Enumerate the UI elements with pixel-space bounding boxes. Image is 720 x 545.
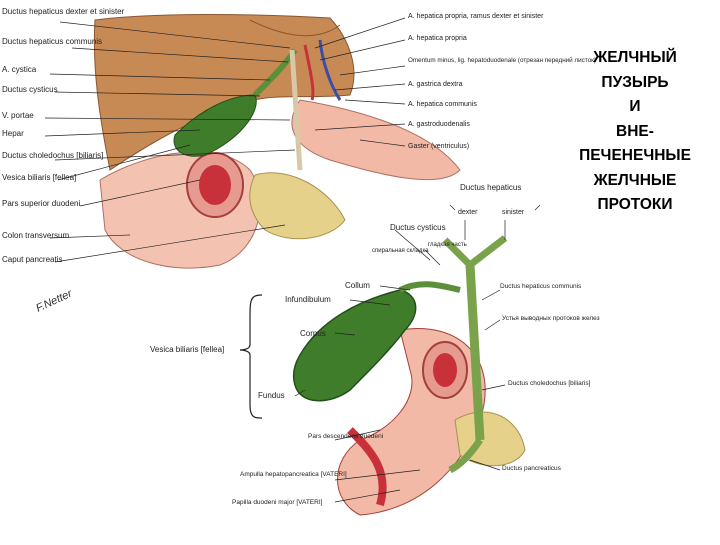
stomach-shape <box>291 99 461 181</box>
gallbladder-top <box>173 94 257 157</box>
bottom-anatomy-figure <box>239 204 541 516</box>
label-top-right-4: A. gastrica dextra <box>408 81 463 88</box>
label-top-left-6: Hepar <box>2 129 24 138</box>
label-top-right-3: Omentum minus, lig. hepatoduodenale (отр… <box>408 56 596 64</box>
label-bottom-left-2: Infundibulum <box>285 295 331 304</box>
gallbladder-bottom <box>292 289 417 402</box>
label-bottom-right-1: Ductus hepaticus communis <box>500 283 582 290</box>
label-top-right-1: A. hepatica propria, ramus dexter et sin… <box>408 13 544 20</box>
label-bottom-left-6: Pars descendens duodeni <box>308 433 383 440</box>
title-line-7: ПРОТОКИ <box>597 196 673 213</box>
label-bottom-top-6: гладкая часть <box>428 242 467 248</box>
slide-title: ЖЕЛЧНЫЙ ПУЗЫРЬ И ВНЕ- ПЕЧЕНЕЧНЫЕ ЖЕЛЧНЫЕ… <box>560 46 710 218</box>
label-top-left-5: V. portae <box>2 111 34 120</box>
label-top-right-7: Gaster (ventriculus) <box>408 143 469 150</box>
label-bottom-right-3: Ductus choledochus [biliaris] <box>508 380 591 387</box>
label-top-left-10: Colon transversum <box>2 231 69 240</box>
label-top-right-6: A. gastroduodenalis <box>408 121 470 128</box>
label-bottom-left-5: Fundus <box>258 391 285 400</box>
title-line-3: И <box>629 98 641 115</box>
label-bottom-top-5: спиральная складка <box>372 248 429 254</box>
label-bottom-right-2: Устья выводных протоков желез <box>502 315 600 322</box>
label-top-left-8: Vesica biliaris [fellea] <box>2 173 76 182</box>
label-bottom-top-4: Ductus cysticus <box>390 223 446 232</box>
pancreas-top <box>249 172 346 240</box>
title-line-2: ПУЗЫРЬ <box>601 73 669 91</box>
label-bottom-left-3: Corpus <box>300 329 326 338</box>
label-top-left-3: A. cystica <box>2 65 37 74</box>
label-bottom-left-4: Vesica biliaris [fellea] <box>150 345 224 354</box>
label-bottom-left-7: Ampulla hepatopancreatica [VATERI] <box>240 471 347 478</box>
label-bottom-top-1: Ductus hepaticus <box>460 183 521 192</box>
label-top-left-7: Ductus choledochus [biliaris] <box>2 151 103 160</box>
label-bottom-left-8: Papilla duodeni major [VATERI] <box>232 499 323 506</box>
label-bottom-top-3: sinister <box>502 209 525 216</box>
artist-signature: F.Netter <box>34 287 75 315</box>
title-line-5: ПЕЧЕНЕЧНЫЕ <box>579 147 691 164</box>
label-top-left-2: Ductus hepaticus communis <box>2 37 102 46</box>
label-bottom-top-2: dexter <box>458 209 478 216</box>
label-bottom-left-1: Collum <box>345 281 370 290</box>
title-line-4: ВНЕ- <box>616 122 654 140</box>
label-top-left-11: Caput pancreatis <box>2 255 62 264</box>
top-anatomy-figure <box>44 14 461 269</box>
label-top-left-9: Pars superior duodeni <box>2 199 80 208</box>
label-top-right-5: A. hepatica communis <box>408 101 477 108</box>
title-line-1: ЖЕЛЧНЫЙ <box>593 49 677 66</box>
label-top-left-1: Ductus hepaticus dexter et sinister <box>2 7 125 16</box>
label-top-right-2: A. hepatica propria <box>408 35 467 42</box>
label-top-left-4: Ductus cysticus <box>2 85 58 94</box>
label-bottom-right-4: Ductus pancreaticus <box>502 465 562 472</box>
title-line-6: ЖЕЛЧНЫЕ <box>593 171 677 189</box>
